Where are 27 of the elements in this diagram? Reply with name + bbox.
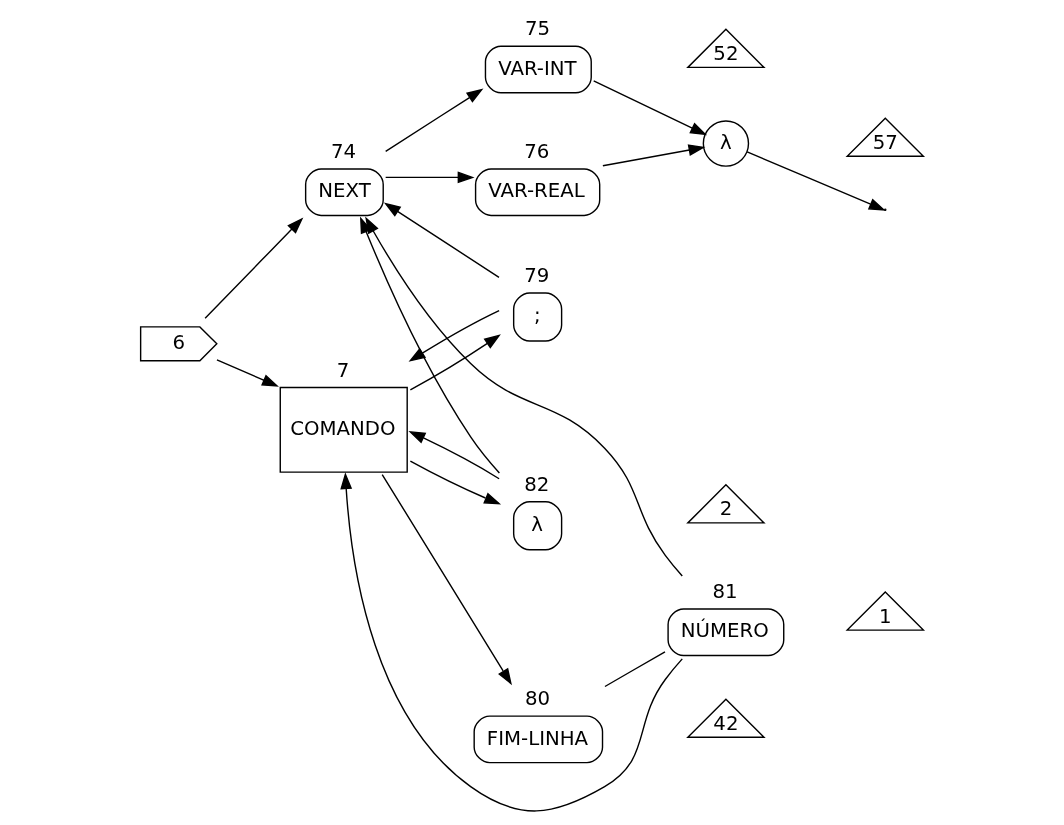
node-box: FIM-LINHA xyxy=(473,715,604,764)
node-label: 75 xyxy=(524,17,551,41)
arrow xyxy=(408,431,500,480)
node-label: 79 xyxy=(524,264,550,288)
arrow xyxy=(593,80,708,136)
arrow xyxy=(409,460,502,505)
node-label: 76 xyxy=(524,139,550,163)
arrow xyxy=(216,359,279,387)
node-circle: λ xyxy=(702,120,750,167)
node-box: NEXT xyxy=(304,168,384,217)
node-box: COMANDO xyxy=(279,386,408,473)
node-box: VAR-REAL xyxy=(474,168,601,217)
arrow xyxy=(384,171,475,184)
connector xyxy=(604,651,666,688)
arrow xyxy=(340,472,683,812)
node-label: 80 xyxy=(524,687,551,711)
arrow xyxy=(383,202,500,278)
node-box: NÚMERO xyxy=(667,608,785,657)
node-label: 74 xyxy=(331,139,357,163)
node-box: VAR-INT xyxy=(484,45,592,94)
node-label: 82 xyxy=(524,472,550,496)
node-label: 81 xyxy=(712,579,738,603)
arrow xyxy=(602,144,706,167)
arrow xyxy=(384,88,484,153)
arrow xyxy=(204,217,304,319)
node-label: 7 xyxy=(336,358,350,382)
arrow xyxy=(381,473,512,686)
